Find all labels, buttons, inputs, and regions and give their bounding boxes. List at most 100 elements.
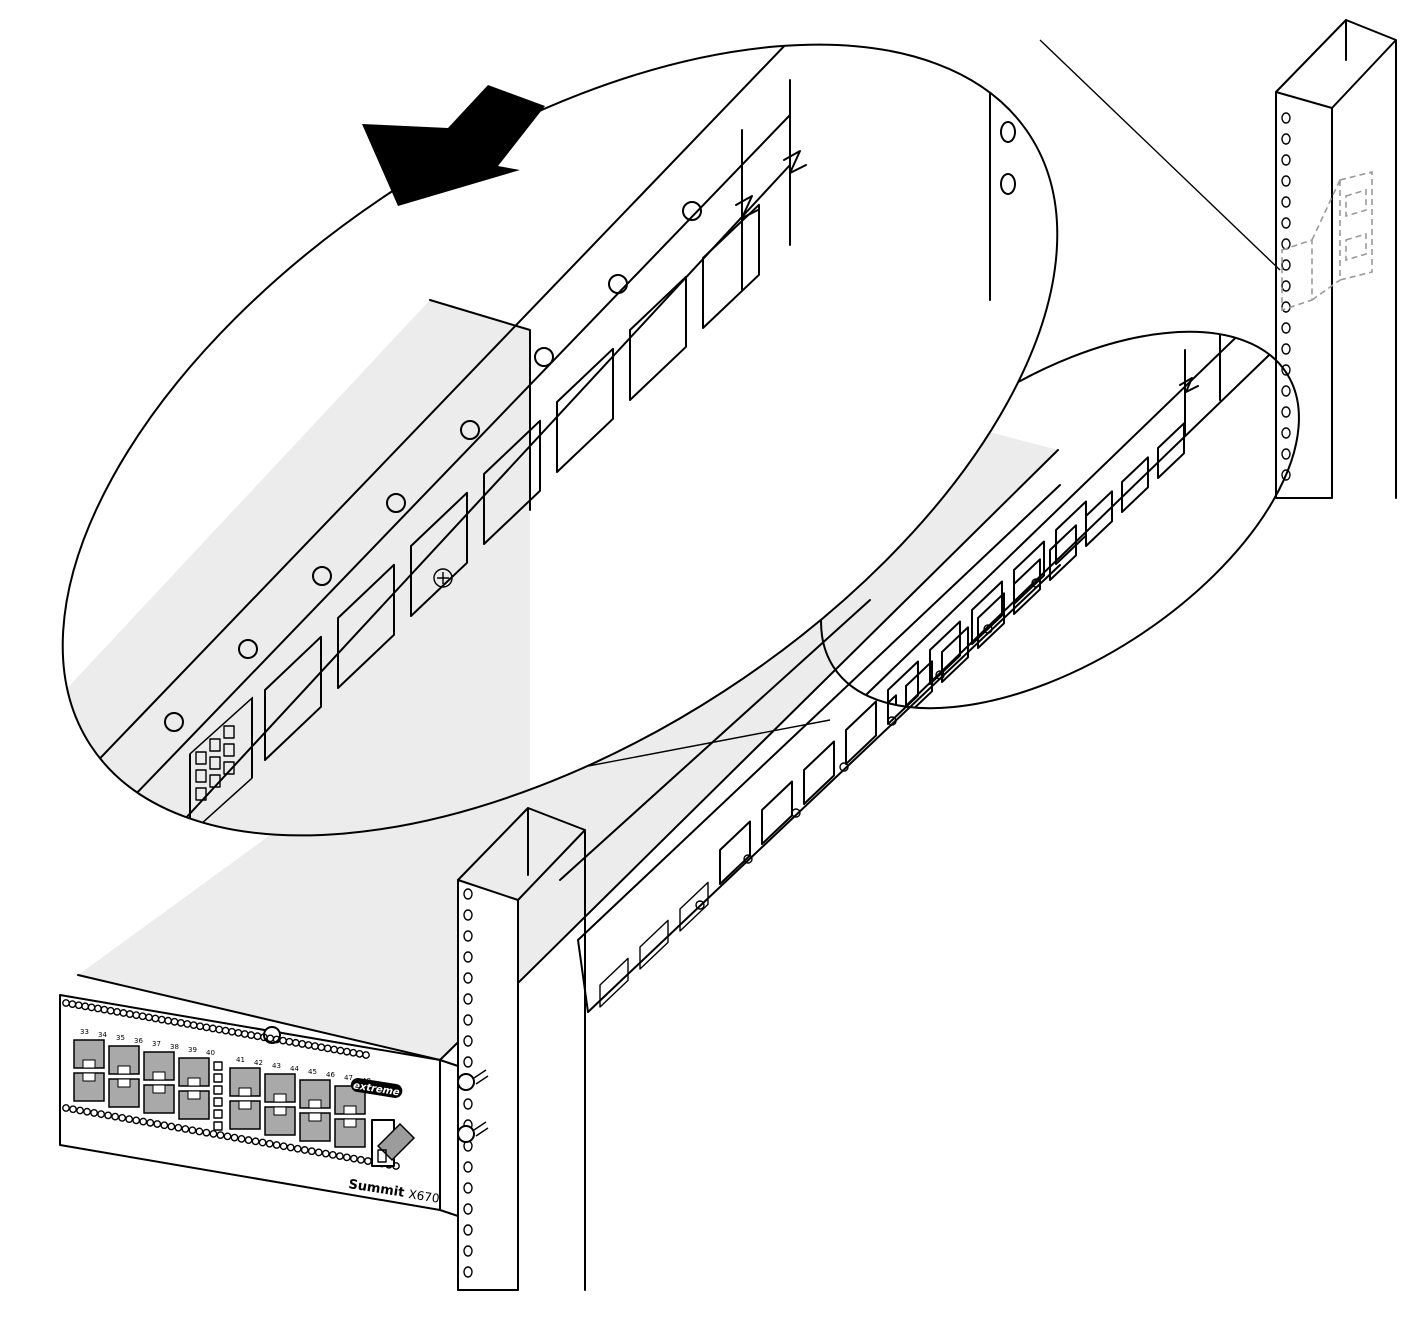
vent-square [195, 787, 207, 801]
rail-rivet [460, 420, 480, 440]
perforation [216, 1131, 225, 1140]
vent-square [195, 769, 207, 783]
perforation [244, 1136, 253, 1144]
rail-slot [702, 203, 760, 329]
perforation [195, 1127, 204, 1136]
perforation [202, 1128, 211, 1137]
rail-slot [639, 919, 669, 970]
rear-rack-post [1275, 19, 1397, 499]
perforation [76, 1106, 84, 1115]
rail-slot [264, 635, 322, 761]
rail-slot [761, 780, 793, 845]
perforation [286, 1143, 295, 1152]
perforation [111, 1112, 120, 1121]
rack-hole [463, 1035, 473, 1047]
perforation [265, 1139, 274, 1148]
port-latch [308, 1112, 322, 1122]
rack-screw-top [457, 1069, 489, 1091]
perforation [139, 1117, 148, 1126]
arrow-down-left-icon [362, 85, 545, 206]
rack-hole [1281, 217, 1291, 229]
rack-hole [463, 1245, 473, 1257]
status-led [213, 1061, 223, 1071]
rail-slot [719, 820, 751, 885]
perforation [132, 1116, 141, 1125]
port-number: 37 [152, 1040, 161, 1048]
rack-hole [463, 1014, 473, 1026]
perforation [349, 1154, 358, 1163]
rail-rivet [164, 712, 184, 732]
rack-hole [463, 1182, 473, 1194]
rack-hole [463, 993, 473, 1005]
rack-hole [1281, 154, 1291, 166]
rack-hole [1281, 364, 1291, 376]
rack-hole [463, 930, 473, 942]
rail-slot [629, 275, 687, 401]
rack-hole [1281, 196, 1291, 208]
rail-slot [1157, 422, 1185, 479]
perforation [167, 1122, 176, 1131]
port-number: 40 [206, 1049, 215, 1057]
port-number: 43 [272, 1062, 281, 1070]
port-number: 36 [134, 1037, 143, 1045]
perforation [118, 1113, 127, 1122]
rail-slot [1121, 456, 1149, 513]
perforation [104, 1111, 113, 1120]
rack-hole [1281, 406, 1291, 418]
vent-square [209, 774, 221, 788]
status-led [213, 1085, 223, 1095]
vent-square [209, 756, 221, 770]
rack-hole [1000, 17, 1016, 39]
port-latch [117, 1078, 131, 1088]
rack-hole [463, 909, 473, 921]
port-number: 34 [98, 1031, 107, 1039]
perforation [279, 1142, 288, 1151]
perforation [188, 1126, 197, 1135]
port-latch [273, 1106, 287, 1116]
rack-hole [1281, 427, 1291, 439]
rack-hole [463, 1224, 473, 1236]
rack-hole [1281, 385, 1291, 397]
port-latch [273, 1093, 287, 1103]
status-led [213, 1097, 223, 1107]
rack-hole [463, 888, 473, 900]
switch-top-edge [77, 449, 1059, 1061]
rail-hole [983, 624, 993, 634]
rail-slot [803, 740, 835, 805]
perforation [335, 1152, 344, 1161]
usb-icon [371, 1119, 416, 1167]
port-number: 39 [188, 1046, 197, 1054]
perforation [223, 1132, 232, 1141]
perforation [160, 1121, 169, 1130]
port-latch [238, 1100, 252, 1110]
rail-rivet [608, 274, 628, 294]
port-group-left [73, 1039, 210, 1120]
perforation [321, 1149, 330, 1158]
rail-slot [410, 491, 468, 617]
rack-hole [1281, 343, 1291, 355]
switch-front-panel: 33343536373839404142434445464748 extreme… [59, 994, 489, 1217]
rack-hole [463, 1098, 473, 1110]
rail-slot [599, 957, 629, 1008]
perforation [251, 1137, 260, 1146]
perforation [314, 1148, 323, 1157]
port-group-right [229, 1067, 366, 1148]
rack-hole [1281, 175, 1291, 187]
perforation [356, 1155, 365, 1164]
rack-hole [463, 1203, 473, 1215]
rack-hole [463, 1161, 473, 1173]
port-latch [152, 1084, 166, 1094]
rail-slot [941, 626, 969, 683]
fan-vent-grid [189, 696, 253, 836]
rail-hole [791, 808, 801, 818]
vent-square [209, 738, 221, 752]
port-latch [82, 1072, 96, 1082]
vent-square [223, 761, 235, 775]
rail-hole [935, 670, 945, 680]
perforation [300, 1146, 309, 1154]
rail-slot [845, 700, 877, 765]
rail-slot [977, 592, 1005, 649]
port-number: 33 [80, 1028, 89, 1036]
